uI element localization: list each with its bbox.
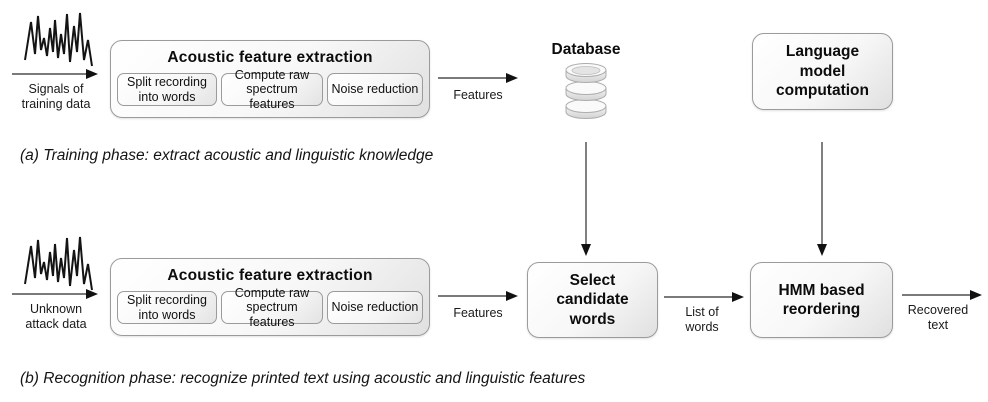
step-noise-reduction-a: Noise reduction bbox=[326, 73, 423, 106]
waveform-icon-attack bbox=[24, 236, 93, 291]
features-label-b: Features bbox=[453, 306, 503, 320]
step-split-recording-a: Split recording into words bbox=[117, 73, 217, 106]
input-arrow-training bbox=[12, 69, 98, 79]
input-label-training: Signals of training data bbox=[21, 82, 91, 112]
afe-steps-a: Split recording into words Compute raw s… bbox=[117, 68, 423, 111]
list-of-words-label: List of words bbox=[685, 305, 719, 335]
step-compute-spectrum-b: Compute raw spectrum features bbox=[220, 286, 323, 329]
input-arrow-attack bbox=[12, 289, 98, 299]
language-model-computation-box: Language model computation bbox=[752, 33, 893, 110]
hmm-based-reordering-box: HMM based reordering bbox=[750, 262, 893, 338]
afe-title-a: Acoustic feature extraction bbox=[167, 49, 373, 66]
afe-title-b: Acoustic feature extraction bbox=[167, 267, 373, 284]
select-candidate-words-box: Select candidate words bbox=[527, 262, 658, 338]
database-label: Database bbox=[551, 41, 621, 58]
afe-steps-b: Split recording into words Compute raw s… bbox=[117, 286, 423, 329]
caption-training-phase: (a) Training phase: extract acoustic and… bbox=[20, 147, 434, 164]
step-noise-reduction-b: Noise reduction bbox=[326, 291, 423, 324]
caption-recognition-phase: (b) Recognition phase: recognize printed… bbox=[20, 370, 586, 387]
step-compute-spectrum-a: Compute raw spectrum features bbox=[220, 68, 323, 111]
acoustic-feature-extraction-box-a: Acoustic feature extraction Split record… bbox=[110, 40, 430, 118]
list-of-words-arrow bbox=[664, 292, 744, 302]
step-split-recording-b: Split recording into words bbox=[117, 291, 217, 324]
recovered-text-arrow bbox=[902, 290, 982, 300]
waveform-icon-training bbox=[24, 12, 93, 67]
language-model-to-hmm-arrow bbox=[817, 142, 827, 256]
database-to-select-arrow bbox=[581, 142, 591, 256]
database-icon bbox=[565, 63, 607, 119]
features-arrow-a bbox=[438, 73, 518, 83]
acoustic-feature-extraction-box-b: Acoustic feature extraction Split record… bbox=[110, 258, 430, 336]
input-label-attack: Unknown attack data bbox=[25, 302, 87, 332]
features-arrow-b bbox=[438, 291, 518, 301]
features-label-a: Features bbox=[453, 88, 503, 102]
recovered-text-label: Recovered text bbox=[907, 303, 969, 333]
